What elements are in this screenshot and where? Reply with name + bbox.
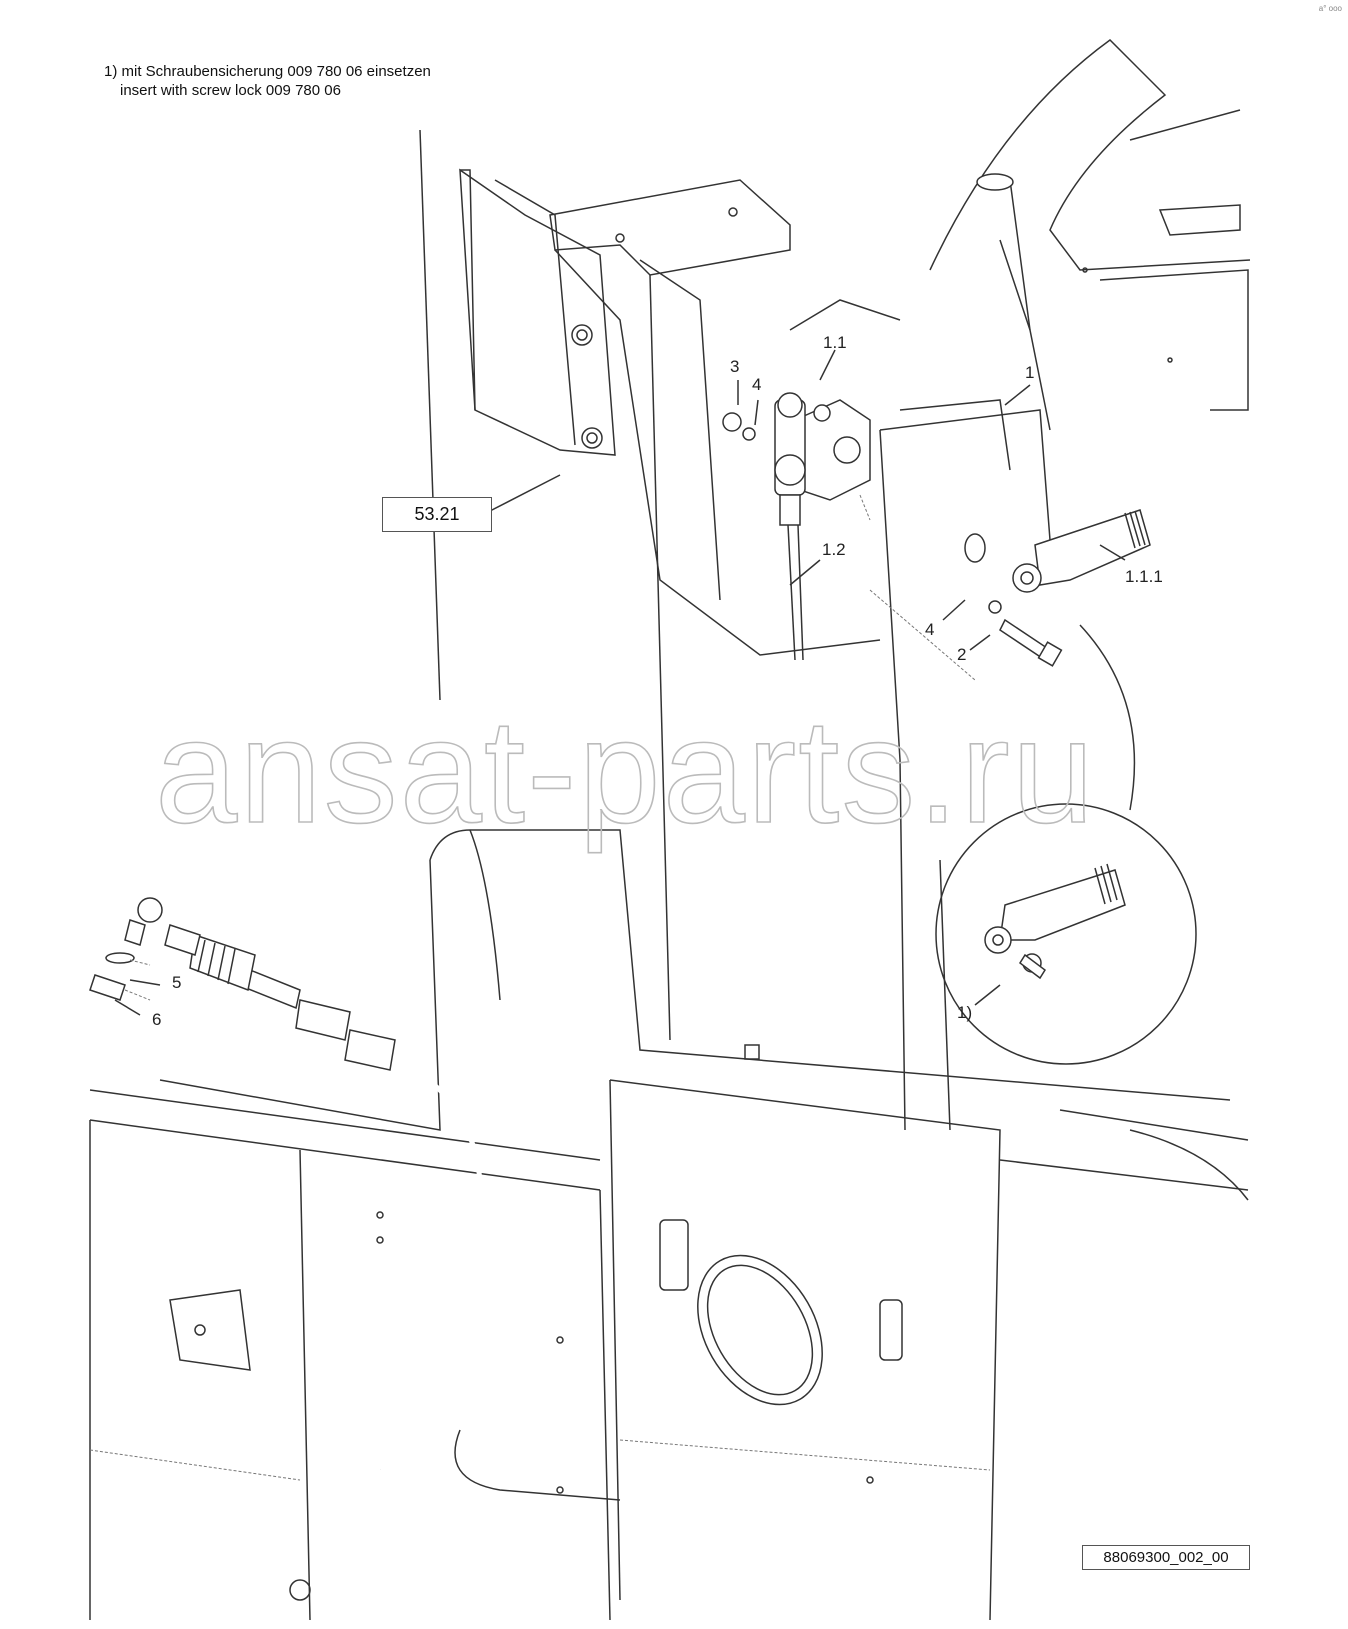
leader-lines <box>114 349 1126 1016</box>
callout-4-top: 4 <box>752 375 761 394</box>
callout-1: 1 <box>1025 363 1034 382</box>
base-body <box>89 829 1249 1621</box>
left-bracket <box>419 129 616 701</box>
callout-6: 6 <box>152 1010 161 1029</box>
callout-1-1: 1.1 <box>823 333 847 352</box>
callout-1-2: 1.2 <box>822 540 846 559</box>
callout-5: 5 <box>172 973 181 992</box>
cable-1-2 <box>787 494 976 681</box>
reference-box[interactable]: 53.21 <box>382 497 492 532</box>
assembly-note: 1) mit Schraubensicherung 009 780 06 ein… <box>104 62 431 100</box>
callout-2: 2 <box>957 645 966 664</box>
drawing-code: 88069300_002_00 <box>1082 1545 1250 1570</box>
callout-1-1-1: 1.1.1 <box>1125 567 1163 586</box>
lever-1-1-1 <box>964 509 1151 811</box>
central-column <box>549 179 1051 1131</box>
detail-circle <box>935 803 1197 1065</box>
corner-mark: a° ooo <box>1318 4 1342 13</box>
watermark-text: ansat-parts.ru <box>155 689 1096 854</box>
note-line-german: 1) mit Schraubensicherung 009 780 06 ein… <box>104 63 431 80</box>
callout-note-ref: 1) <box>957 1003 972 1022</box>
note-line-english: insert with screw lock 009 780 06 <box>120 82 341 99</box>
callout-3: 3 <box>730 357 739 376</box>
valve-assembly <box>722 392 871 526</box>
bowden-cable <box>89 897 561 1548</box>
callout-4-lower: 4 <box>925 620 934 639</box>
frame-top-right <box>929 39 1251 431</box>
